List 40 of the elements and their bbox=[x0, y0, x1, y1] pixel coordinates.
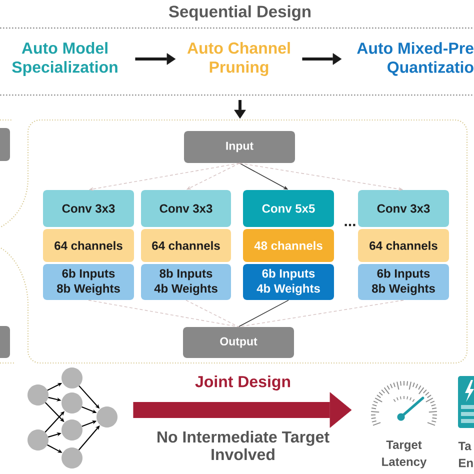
dotted-frame bbox=[0, 119, 468, 364]
battery-icon bbox=[458, 376, 474, 428]
icon-caption: Ta En bbox=[458, 442, 473, 468]
bitwidth-box: 6b Inputs 8b Weights bbox=[358, 264, 449, 300]
arrow bbox=[89, 162, 240, 191]
conv-box: Conv 3x3 bbox=[43, 190, 134, 227]
output-box: Output bbox=[183, 327, 294, 358]
step-heading: Auto Model Specialization bbox=[12, 42, 118, 76]
neural-network-drawing bbox=[28, 368, 118, 468]
connector-line bbox=[186, 300, 239, 328]
block-arrow bbox=[133, 392, 352, 428]
bitwidth-box: 8b Inputs 4b Weights bbox=[141, 264, 231, 300]
partial-box bbox=[0, 128, 10, 161]
gauge-icon bbox=[370, 380, 438, 426]
arrow bbox=[186, 162, 240, 190]
channel-box: 64 channels bbox=[43, 229, 134, 262]
ellipsis: ... bbox=[344, 224, 356, 226]
step-heading: Auto Mixed-Pre Quantizatio bbox=[357, 42, 474, 76]
conv-box: Conv 5x5 bbox=[243, 190, 334, 227]
arrow bbox=[135, 53, 176, 65]
arrow bbox=[239, 162, 403, 191]
icon-caption: Target Latency bbox=[382, 440, 427, 468]
connector-line bbox=[88, 300, 239, 328]
conv-box: Conv 3x3 bbox=[358, 190, 449, 227]
note-text: No Intermediate Target Involved bbox=[158, 430, 330, 460]
title: Sequential Design bbox=[168, 5, 310, 21]
arrow bbox=[234, 100, 246, 119]
arrow bbox=[239, 162, 288, 190]
channel-box: 64 channels bbox=[358, 229, 449, 262]
conv-box: Conv 3x3 bbox=[141, 190, 231, 227]
bitwidth-box: 6b Inputs 8b Weights bbox=[43, 264, 134, 300]
step-heading: Auto Channel Pruning bbox=[187, 42, 290, 76]
bitwidth-box: 6b Inputs 4b Weights bbox=[243, 264, 334, 300]
channel-box: 64 channels bbox=[141, 229, 231, 262]
input-box: Input bbox=[184, 131, 295, 163]
edge-label: Joint Design bbox=[194, 374, 292, 392]
arrow bbox=[302, 53, 342, 65]
connector-line bbox=[238, 300, 289, 328]
channel-box: 48 channels bbox=[243, 229, 334, 262]
partial-box bbox=[0, 326, 10, 358]
